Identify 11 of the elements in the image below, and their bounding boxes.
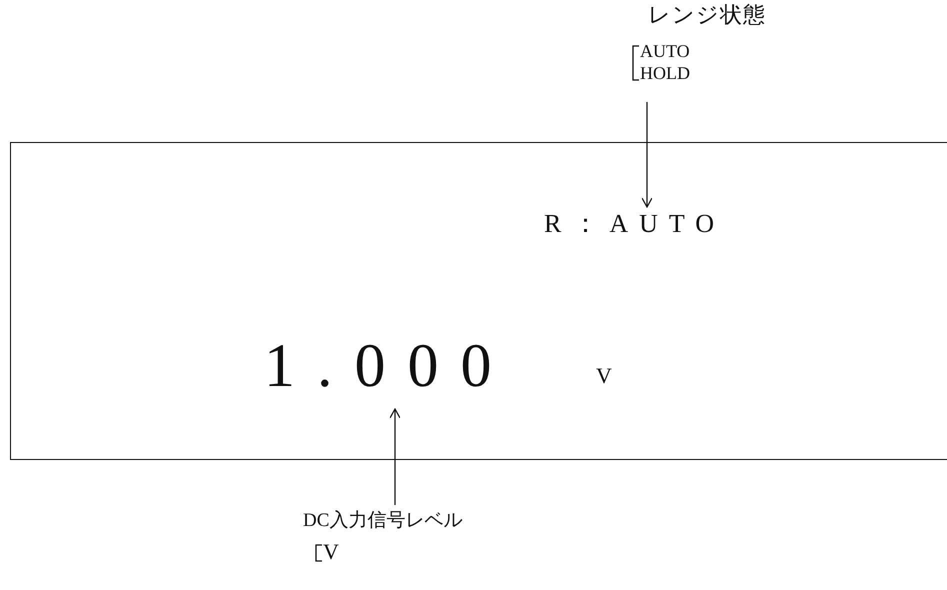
display-screen [10,142,947,460]
option-text: AUTO [640,42,690,60]
leader-arrow [641,102,653,208]
measurement-reading: 1.000 [264,335,514,397]
leader-arrow [389,408,401,505]
callout-label: DC入力信号レベル [303,511,462,530]
unit-text: V [596,365,612,387]
option-text: V [323,541,339,563]
option-text: HOLD [640,64,690,82]
status-text: R：AUTO [544,211,726,237]
callout-label: レンジ状態 [648,4,766,26]
